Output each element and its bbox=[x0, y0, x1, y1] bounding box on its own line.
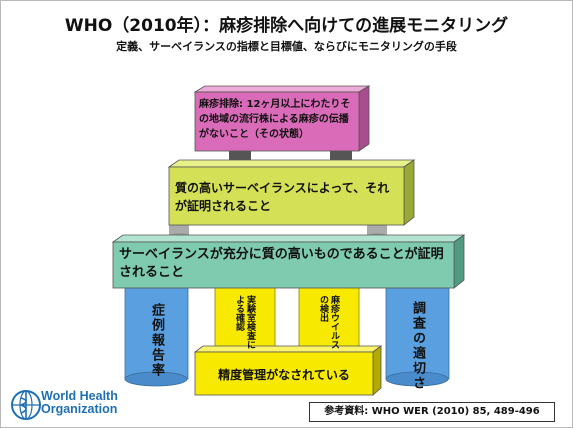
top-box-text: 麻疹排除: 12ヶ月以上にわたりその地域の流行株による麻疹の伝播がないこと（その… bbox=[199, 99, 351, 140]
middle-box-shape bbox=[167, 159, 416, 226]
middle-box-text: 質の高いサーベイランスによって、それが証明されること bbox=[175, 181, 390, 213]
slide-subtitle: 定義、サーベイランスの指標と目標値、ならびにモニタリングの手段 bbox=[116, 40, 457, 53]
wide-box-text: サーベイランスが充分に質の高いものであることが証明されること bbox=[119, 247, 444, 280]
pillar-right-shape bbox=[385, 283, 450, 387]
base-box-text: 精度管理がなされている bbox=[218, 368, 350, 382]
top-box-shape bbox=[193, 85, 371, 152]
slide-title: WHO（2010年）：麻疹排除へ向けての進展モニタリング bbox=[64, 16, 509, 36]
pillar-left-shape bbox=[124, 283, 189, 387]
who-org-line1: World Health bbox=[41, 389, 118, 403]
reference-box: 参考資料: WHO WER (2010) 85, 489-496 bbox=[309, 402, 555, 422]
who-org-name: World Health Organization bbox=[41, 390, 118, 416]
base-box-shape bbox=[193, 345, 383, 396]
pillar-virus-text: 麻疹ウイルスの検出 bbox=[318, 295, 339, 349]
who-org-line2: Organization bbox=[41, 402, 118, 416]
wide-box-shape bbox=[111, 234, 466, 289]
pillar-left-text: 症例報告率 bbox=[149, 303, 164, 378]
pillar-right-text: 調査の適切さ bbox=[410, 301, 425, 391]
pillar-lab-shape bbox=[214, 283, 276, 361]
who-emblem-icon bbox=[11, 390, 41, 420]
pillar-lab-text: 実験室検査による確認 bbox=[234, 295, 255, 349]
